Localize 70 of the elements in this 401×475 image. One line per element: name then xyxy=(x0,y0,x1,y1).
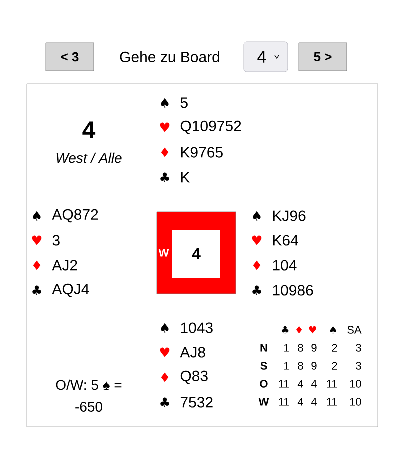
trick-count: 3 xyxy=(356,344,362,352)
trick-count: 10 xyxy=(350,398,362,406)
column-header: SA xyxy=(348,326,362,334)
nav-button: 5 > xyxy=(298,42,348,72)
card-holding: 7532 xyxy=(180,397,213,408)
row-label: O xyxy=(260,380,268,388)
suit-symbol: ♦ xyxy=(253,260,261,270)
trick-count: 8 xyxy=(298,344,304,352)
suit-symbol: ♣ xyxy=(32,286,42,296)
card-holding: Q109752 xyxy=(180,120,242,134)
card-holding: 1043 xyxy=(181,322,213,334)
card-holding: AQ872 xyxy=(52,209,98,223)
card-holding: 104 xyxy=(273,260,297,271)
column-header: ♦ xyxy=(296,326,302,334)
trick-count: 4 xyxy=(311,398,317,406)
contract-result: O/W: 5 ♠ = xyxy=(56,380,122,390)
board-dropdown: 4 xyxy=(244,42,288,72)
suit-symbol: ♥ xyxy=(32,236,42,246)
trick-count: 1 xyxy=(284,344,290,352)
trick-count: 3 xyxy=(356,362,362,370)
trick-count: 4 xyxy=(311,380,317,388)
trick-count: 1 xyxy=(284,362,290,370)
suit-symbol: ♠ xyxy=(253,211,261,221)
trick-count: 10 xyxy=(350,380,362,388)
trick-count: 2 xyxy=(332,344,338,352)
row-label: W xyxy=(258,398,270,406)
card-holding: K xyxy=(181,172,190,183)
trick-count: 4 xyxy=(298,398,304,406)
card-holding: 5 xyxy=(180,98,188,108)
card-holding: Q83 xyxy=(180,370,208,384)
trick-count: 4 xyxy=(298,380,304,388)
trick-count: 11 xyxy=(279,380,290,388)
trick-count: 9 xyxy=(312,362,317,370)
suit-symbol: ♣ xyxy=(252,286,262,296)
trick-count: 8 xyxy=(298,362,304,370)
column-header: ♠ xyxy=(330,326,336,334)
trick-count: 9 xyxy=(312,344,317,352)
card-holding: K64 xyxy=(273,235,298,246)
row-label: S xyxy=(260,362,268,370)
card-holding: K9765 xyxy=(181,147,223,158)
board-number: 4 xyxy=(82,122,96,138)
column-header: ♣ xyxy=(282,326,289,334)
suit-symbol: ♠ xyxy=(161,98,169,108)
card-holding: AJ2 xyxy=(52,260,78,271)
trick-count: 2 xyxy=(332,362,338,370)
row-label: N xyxy=(260,344,268,352)
card-holding: 10986 xyxy=(273,285,314,296)
score: -650 xyxy=(76,402,102,412)
suit-symbol: ♥ xyxy=(160,348,170,358)
suit-symbol: ♠ xyxy=(161,323,169,333)
suit-symbol: ♣ xyxy=(160,398,170,408)
nav-text: Gehe zu Board xyxy=(120,52,220,62)
suit-symbol: ♥ xyxy=(252,236,262,246)
trick-count: 11 xyxy=(327,398,338,406)
vulnerability-text: West / Alle xyxy=(56,152,122,164)
trick-count: 11 xyxy=(279,398,290,406)
suit-symbol: ♦ xyxy=(33,260,41,270)
nav-button: < 3 xyxy=(46,42,94,72)
card-holding: AJ8 xyxy=(180,347,206,358)
card-holding: AQJ4 xyxy=(52,284,90,298)
suit-symbol: ♦ xyxy=(161,148,169,158)
suit-symbol: ♦ xyxy=(161,372,169,382)
card-holding: 3 xyxy=(52,235,60,246)
board-number-box: 4 xyxy=(172,230,220,278)
suit-symbol: ♠ xyxy=(33,211,41,221)
suit-symbol: ♣ xyxy=(160,172,170,182)
card-holding: KJ96 xyxy=(273,210,306,222)
trick-count: 11 xyxy=(327,380,338,388)
column-header: ♥ xyxy=(309,326,316,334)
suit-symbol: ♥ xyxy=(160,122,170,132)
